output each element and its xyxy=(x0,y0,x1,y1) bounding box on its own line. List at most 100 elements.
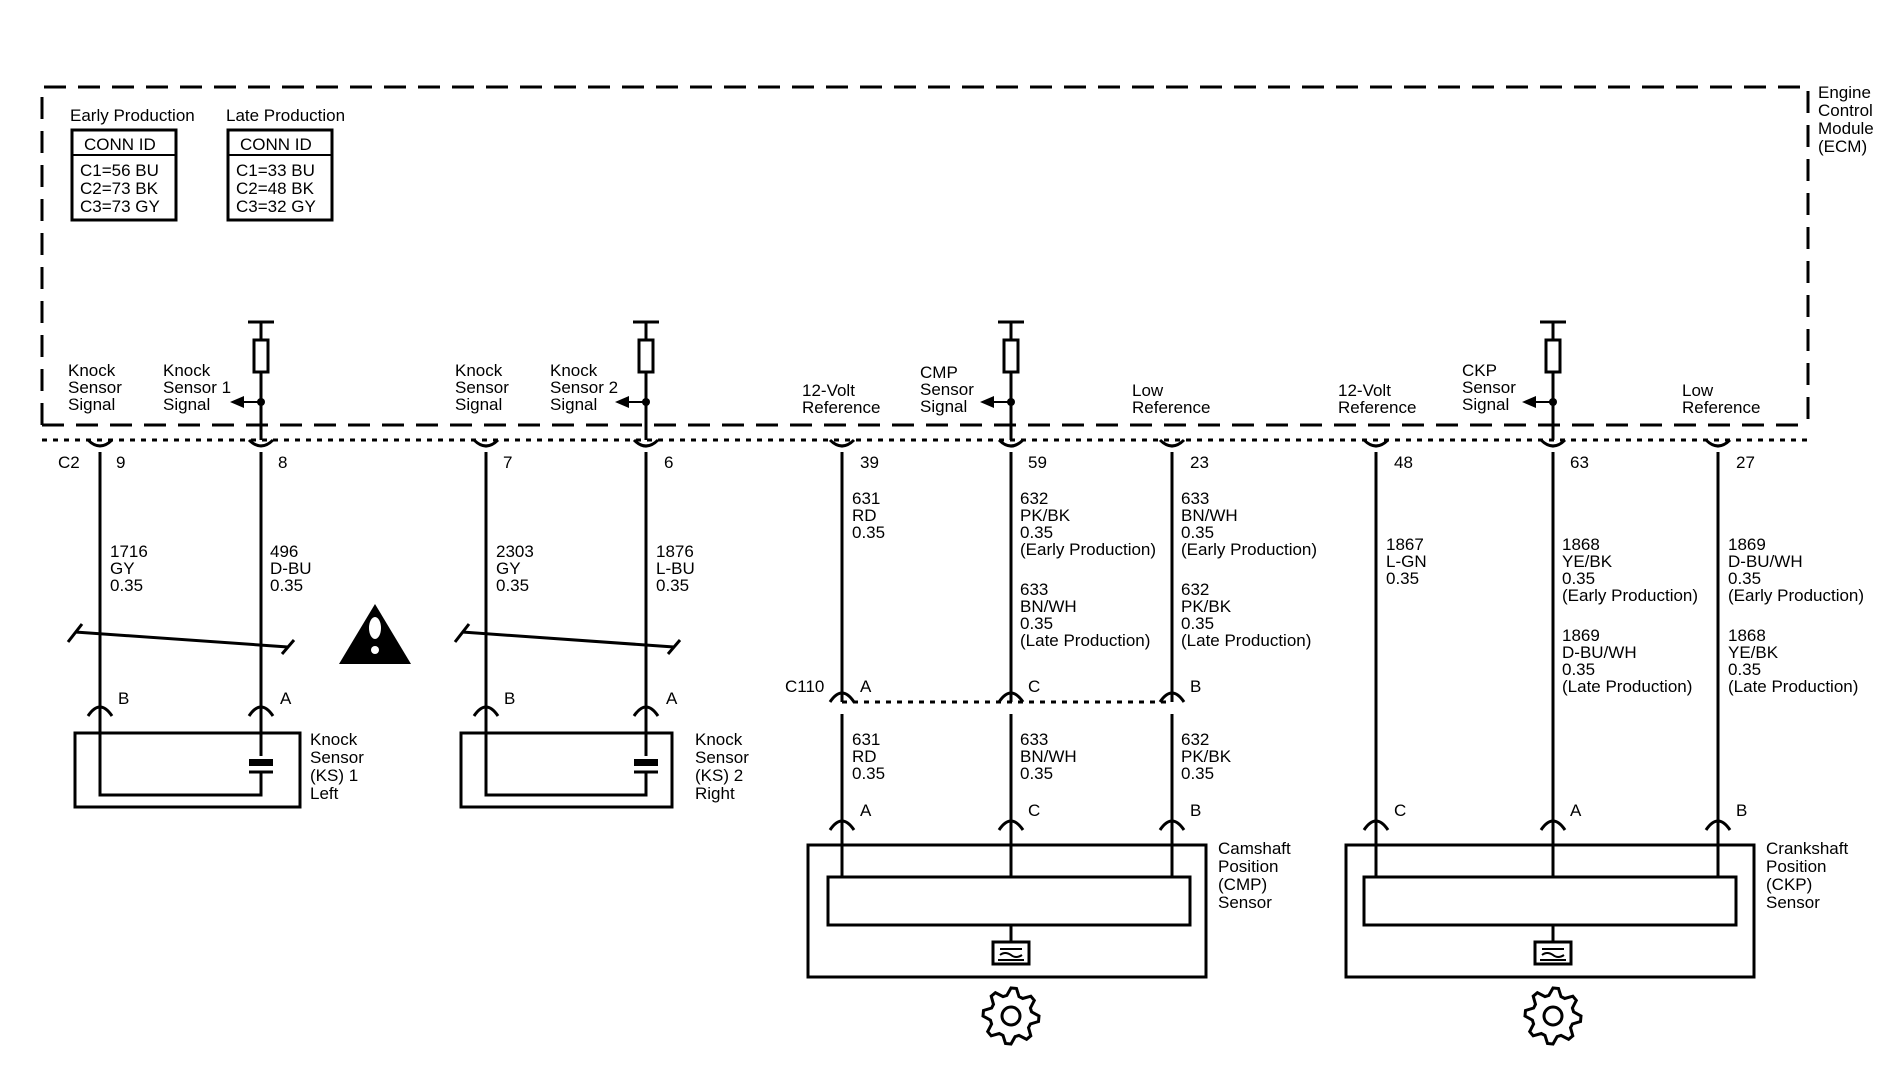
wire-spec: 631 xyxy=(852,489,880,508)
wire-spec: YE/BK xyxy=(1728,643,1779,662)
pin-number: 7 xyxy=(503,453,512,472)
conn-table-row: C2=73 BK xyxy=(80,179,159,198)
conn-table-heading: Late Production xyxy=(226,106,345,125)
component-label: Position xyxy=(1766,857,1826,876)
component-label: Knock xyxy=(310,730,358,749)
pin-number: 63 xyxy=(1570,453,1589,472)
wire-spec: 496 xyxy=(270,542,298,561)
wire-spec: 0.35 xyxy=(1181,614,1214,633)
component-label: (CMP) xyxy=(1218,875,1267,894)
wire-spec: 0.35 xyxy=(1020,523,1053,542)
component-label: Sensor xyxy=(695,748,749,767)
wire-spec: PK/BK xyxy=(1020,506,1071,525)
pin-number: 27 xyxy=(1736,453,1755,472)
component-label: Sensor xyxy=(1218,893,1272,912)
wire-spec: (Early Production) xyxy=(1562,586,1698,605)
wire-spec: 0.35 xyxy=(852,764,885,783)
wire-spec: YE/BK xyxy=(1562,552,1613,571)
wire-spec: (Late Production) xyxy=(1181,631,1311,650)
wire-spec: 0.35 xyxy=(270,576,303,595)
wire-spec: 0.35 xyxy=(496,576,529,595)
module-label-line: (ECM) xyxy=(1818,137,1867,156)
module-label-line: Engine xyxy=(1818,83,1871,102)
pull-up-resistor-icon xyxy=(980,320,1024,440)
pin-letter: A xyxy=(860,677,872,696)
circuit-label: CKP xyxy=(1462,361,1497,380)
wire-spec: 0.35 xyxy=(1562,660,1595,679)
circuit-ks2-signal: Knock Sensor Signal 7 2303 GY 0.35 B xyxy=(455,361,534,717)
wire-spec: 0.35 xyxy=(1020,614,1053,633)
circuit-label: Reference xyxy=(1682,398,1760,417)
warning-triangle-icon xyxy=(339,604,411,664)
wire-spec: 1869 xyxy=(1562,626,1600,645)
wire-spec: 0.35 xyxy=(1562,569,1595,588)
wire-spec: RD xyxy=(852,506,877,525)
conn-id-table-late: Late Production CONN ID C1=33 BU C2=48 B… xyxy=(226,106,345,222)
wire-spec: 0.35 xyxy=(110,576,143,595)
wire-spec: D-BU xyxy=(270,559,312,578)
wire-spec: 632 xyxy=(1020,489,1048,508)
wire-spec: (Late Production) xyxy=(1020,631,1150,650)
module-label-line: Module xyxy=(1818,119,1874,138)
circuit-label: Sensor 2 xyxy=(550,378,618,397)
circuit-ckp-12v: 12-Volt Reference 48 1867 L-GN 0.35 C xyxy=(1338,381,1427,831)
circuit-label: Signal xyxy=(920,397,967,416)
pin-letter: C xyxy=(1394,801,1406,820)
wire-spec: RD xyxy=(852,747,877,766)
component-label: Sensor xyxy=(310,748,364,767)
module-label: Engine Control Module (ECM) xyxy=(1818,83,1874,156)
wire-spec: PK/BK xyxy=(1181,597,1232,616)
circuit-label: 12-Volt xyxy=(1338,381,1391,400)
circuit-cmp-signal: CMP Sensor Signal 59 632 PK/BK 0.35 (Ear… xyxy=(920,363,1156,831)
circuit-label: Reference xyxy=(1338,398,1416,417)
wire-spec: 1869 xyxy=(1728,535,1766,554)
circuit-label: Sensor 1 xyxy=(163,378,231,397)
wire-spec: 632 xyxy=(1181,580,1209,599)
wire-spec: 633 xyxy=(1020,730,1048,749)
wire-spec: BN/WH xyxy=(1020,747,1077,766)
component-label: Crankshaft xyxy=(1766,839,1848,858)
component-label: Camshaft xyxy=(1218,839,1291,858)
circuit-ks1-sensor-signal: Knock Sensor 1 Signal 8 496 D-BU 0.35 A xyxy=(163,361,312,717)
wire-spec: BN/WH xyxy=(1181,506,1238,525)
circuit-label: Sensor xyxy=(920,380,974,399)
pin-letter: B xyxy=(1190,677,1201,696)
connector-c2-label: C2 xyxy=(58,453,80,472)
pin-letter: B xyxy=(1736,801,1747,820)
component-label: Position xyxy=(1218,857,1278,876)
wire-spec: D-BU/WH xyxy=(1562,643,1637,662)
component-label: (KS) 2 xyxy=(695,766,743,785)
circuit-label: Signal xyxy=(550,395,597,414)
pin-letter: B xyxy=(504,689,515,708)
wire-spec: (Late Production) xyxy=(1562,677,1692,696)
wire-spec: BN/WH xyxy=(1020,597,1077,616)
wire-spec: 633 xyxy=(1020,580,1048,599)
conn-table-row: C1=33 BU xyxy=(236,161,315,180)
wire-spec: (Early Production) xyxy=(1020,540,1156,559)
wire-spec: 1868 xyxy=(1562,535,1600,554)
magnet-icon xyxy=(1533,940,1573,966)
circuit-label: CMP xyxy=(920,363,958,382)
wire-spec: 0.35 xyxy=(1728,569,1761,588)
conn-table-row: C3=73 GY xyxy=(80,197,160,216)
circuit-label: Knock xyxy=(455,361,503,380)
wire-spec: 1716 xyxy=(110,542,148,561)
circuit-label: Signal xyxy=(163,395,210,414)
pin-letter: A xyxy=(280,689,292,708)
wire-spec: 0.35 xyxy=(656,576,689,595)
wire-spec: 632 xyxy=(1181,730,1209,749)
pin-number: 6 xyxy=(664,453,673,472)
wire-spec: L-GN xyxy=(1386,552,1427,571)
circuit-cmp-12v: 12-Volt Reference 39 631 RD 0.35 A 631 R… xyxy=(802,381,885,831)
wire-spec: 1868 xyxy=(1728,626,1766,645)
conn-table-row: C1=56 BU xyxy=(80,161,159,180)
twisted-pair-marker xyxy=(66,623,296,655)
wire-spec: (Early Production) xyxy=(1181,540,1317,559)
circuit-ckp-signal: CKP Sensor Signal 63 1868 YE/BK 0.35 (Ea… xyxy=(1462,361,1698,831)
gear-icon xyxy=(1523,986,1583,1046)
circuit-label: Knock xyxy=(163,361,211,380)
wire-spec: GY xyxy=(496,559,521,578)
conn-table-title: CONN ID xyxy=(240,135,312,154)
circuit-ks2-sensor-signal: Knock Sensor 2 Signal 6 1876 L-BU 0.35 A xyxy=(550,361,695,717)
wire-spec: (Late Production) xyxy=(1728,677,1858,696)
